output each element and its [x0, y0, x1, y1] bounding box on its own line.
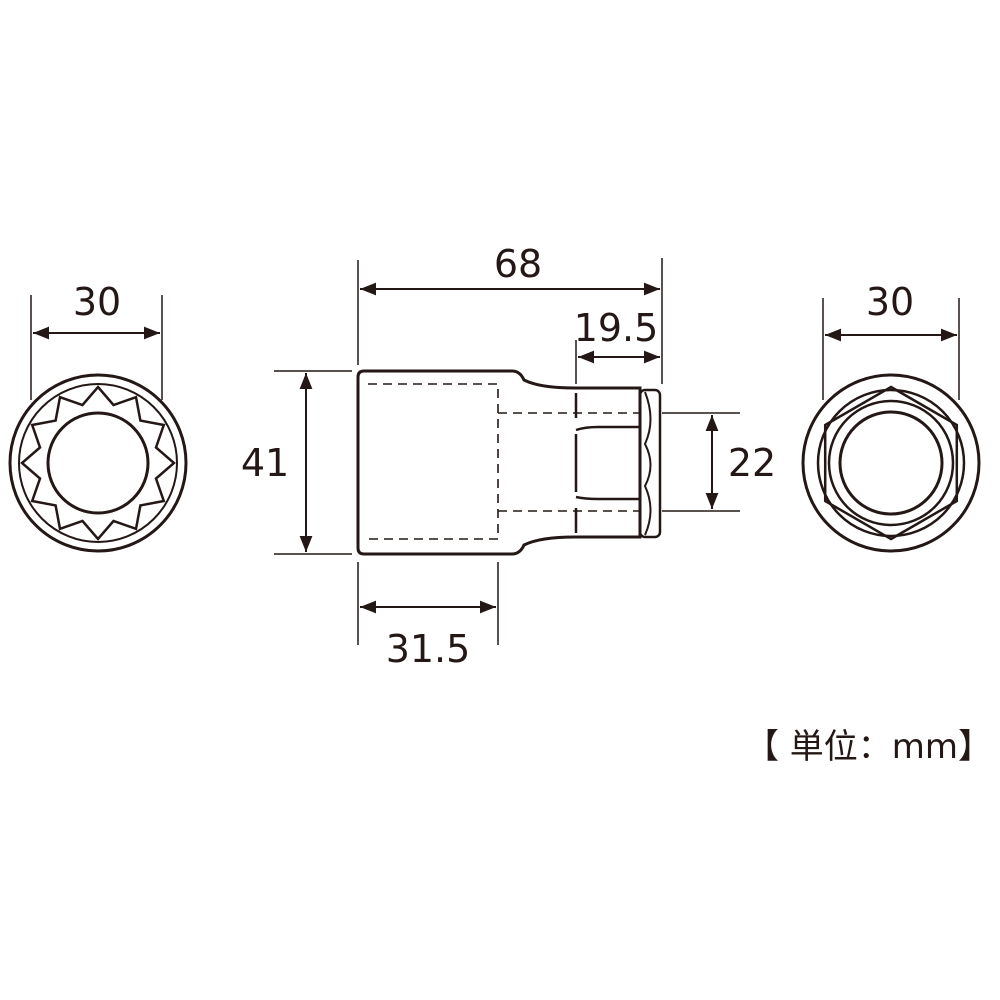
socket-body-outline	[356, 369, 642, 556]
left-end-width-label: 30	[73, 280, 121, 324]
hex-ring	[823, 385, 959, 541]
side-view: 68 19.5 41 22 31.5	[241, 242, 776, 671]
overall-length-label: 68	[494, 242, 542, 286]
drive-diameter-label: 22	[728, 441, 776, 485]
twelve-point-opening	[20, 385, 176, 541]
socket-depth-label: 31.5	[386, 627, 471, 671]
unit-label: 【 単位：mm】	[745, 727, 992, 767]
left-end-view: 30	[8, 280, 188, 553]
outer-diameter-label: 41	[241, 441, 289, 485]
drive-length-label: 19.5	[574, 306, 659, 350]
right-end-width-label: 30	[866, 280, 914, 324]
right-end-view: 30	[801, 280, 981, 553]
